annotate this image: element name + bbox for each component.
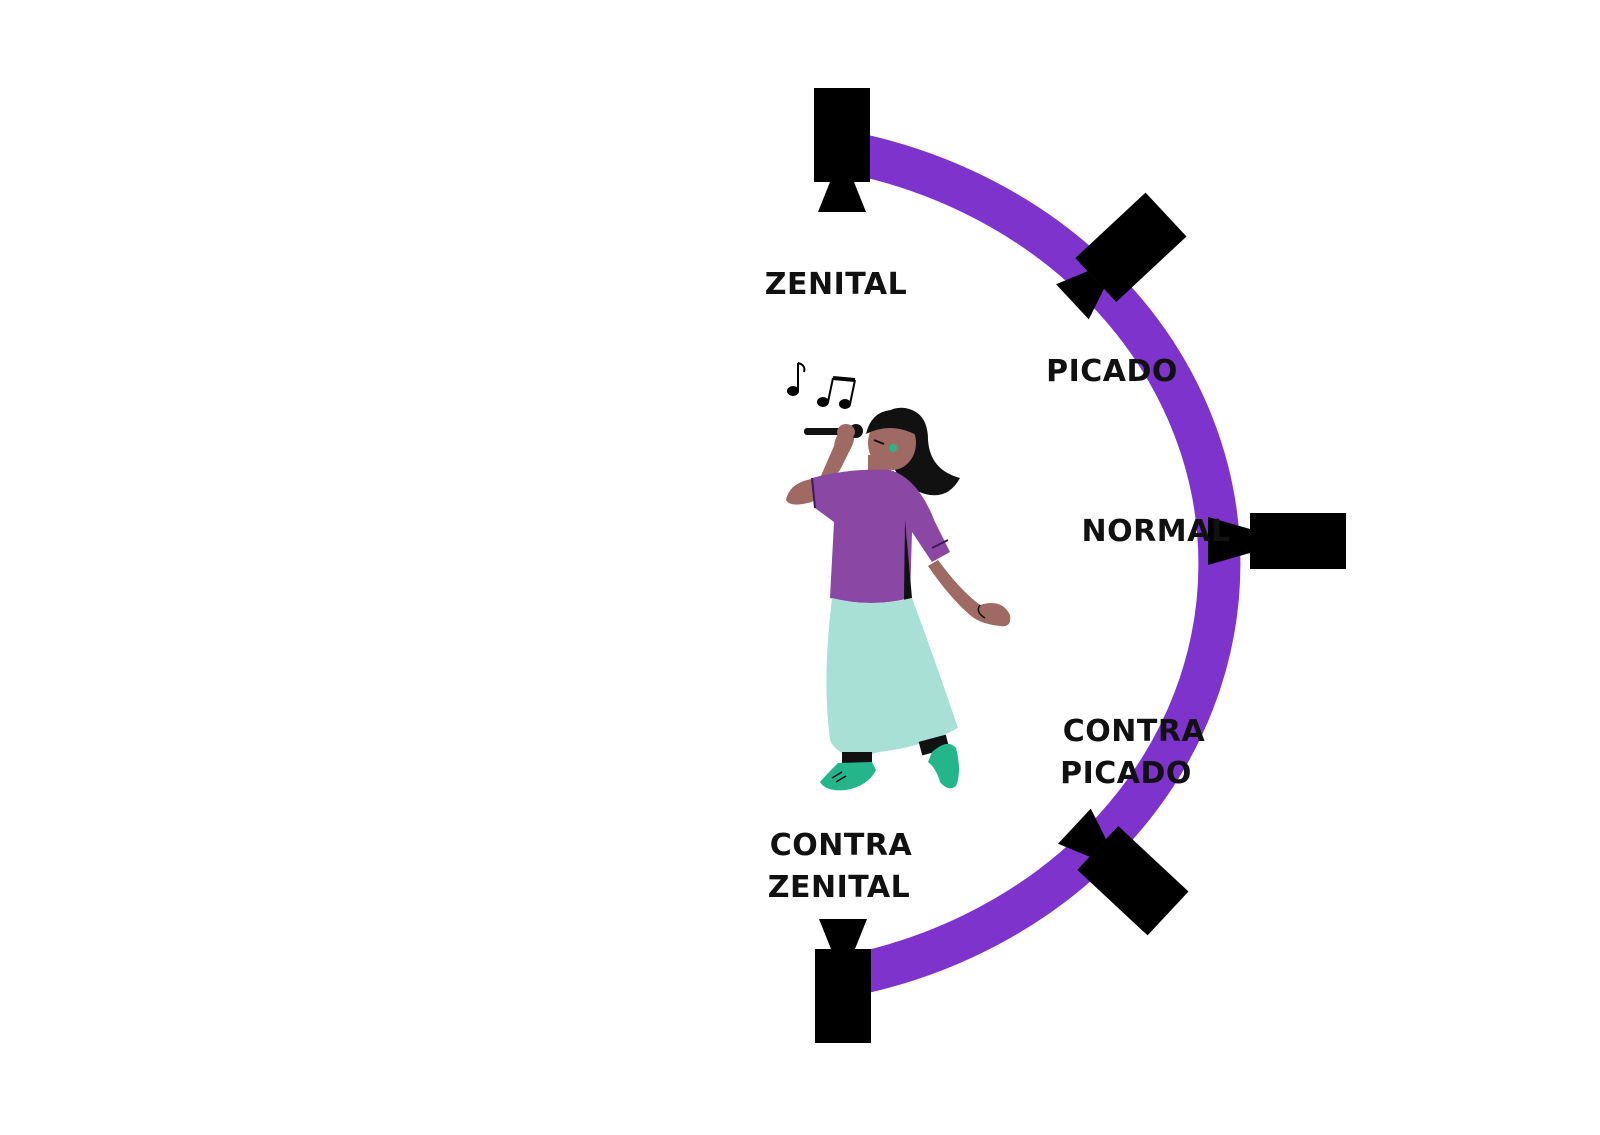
label-contra-zenital-line1: CONTRA bbox=[770, 828, 913, 863]
singer-raised-arm bbox=[786, 428, 855, 505]
camera-normal-icon bbox=[1208, 513, 1346, 569]
camera-contra-picado-icon bbox=[1058, 808, 1189, 936]
singer-left-shoe bbox=[820, 762, 876, 791]
music-notes-icon bbox=[787, 362, 856, 409]
camera-zenital-icon bbox=[814, 88, 870, 212]
label-normal: NORMAL bbox=[1082, 514, 1231, 549]
camera-path-arc bbox=[838, 130, 1241, 998]
label-contra-picado-line2: PICADO bbox=[1060, 756, 1192, 791]
singer-lowered-arm bbox=[928, 560, 1011, 627]
label-picado: PICADO bbox=[1046, 354, 1178, 389]
singer-skirt bbox=[826, 598, 958, 758]
label-contra-picado-line1: CONTRA bbox=[1063, 714, 1206, 749]
singer-illustration bbox=[786, 407, 1011, 791]
singer-right-shoe bbox=[928, 743, 959, 789]
label-zenital: ZENITAL bbox=[765, 267, 907, 302]
camera-picado-icon bbox=[1056, 192, 1187, 320]
camera-contra-zenital-icon bbox=[815, 919, 871, 1043]
label-contra-zenital-line2: ZENITAL bbox=[768, 870, 910, 905]
singer-shirt bbox=[812, 469, 950, 603]
